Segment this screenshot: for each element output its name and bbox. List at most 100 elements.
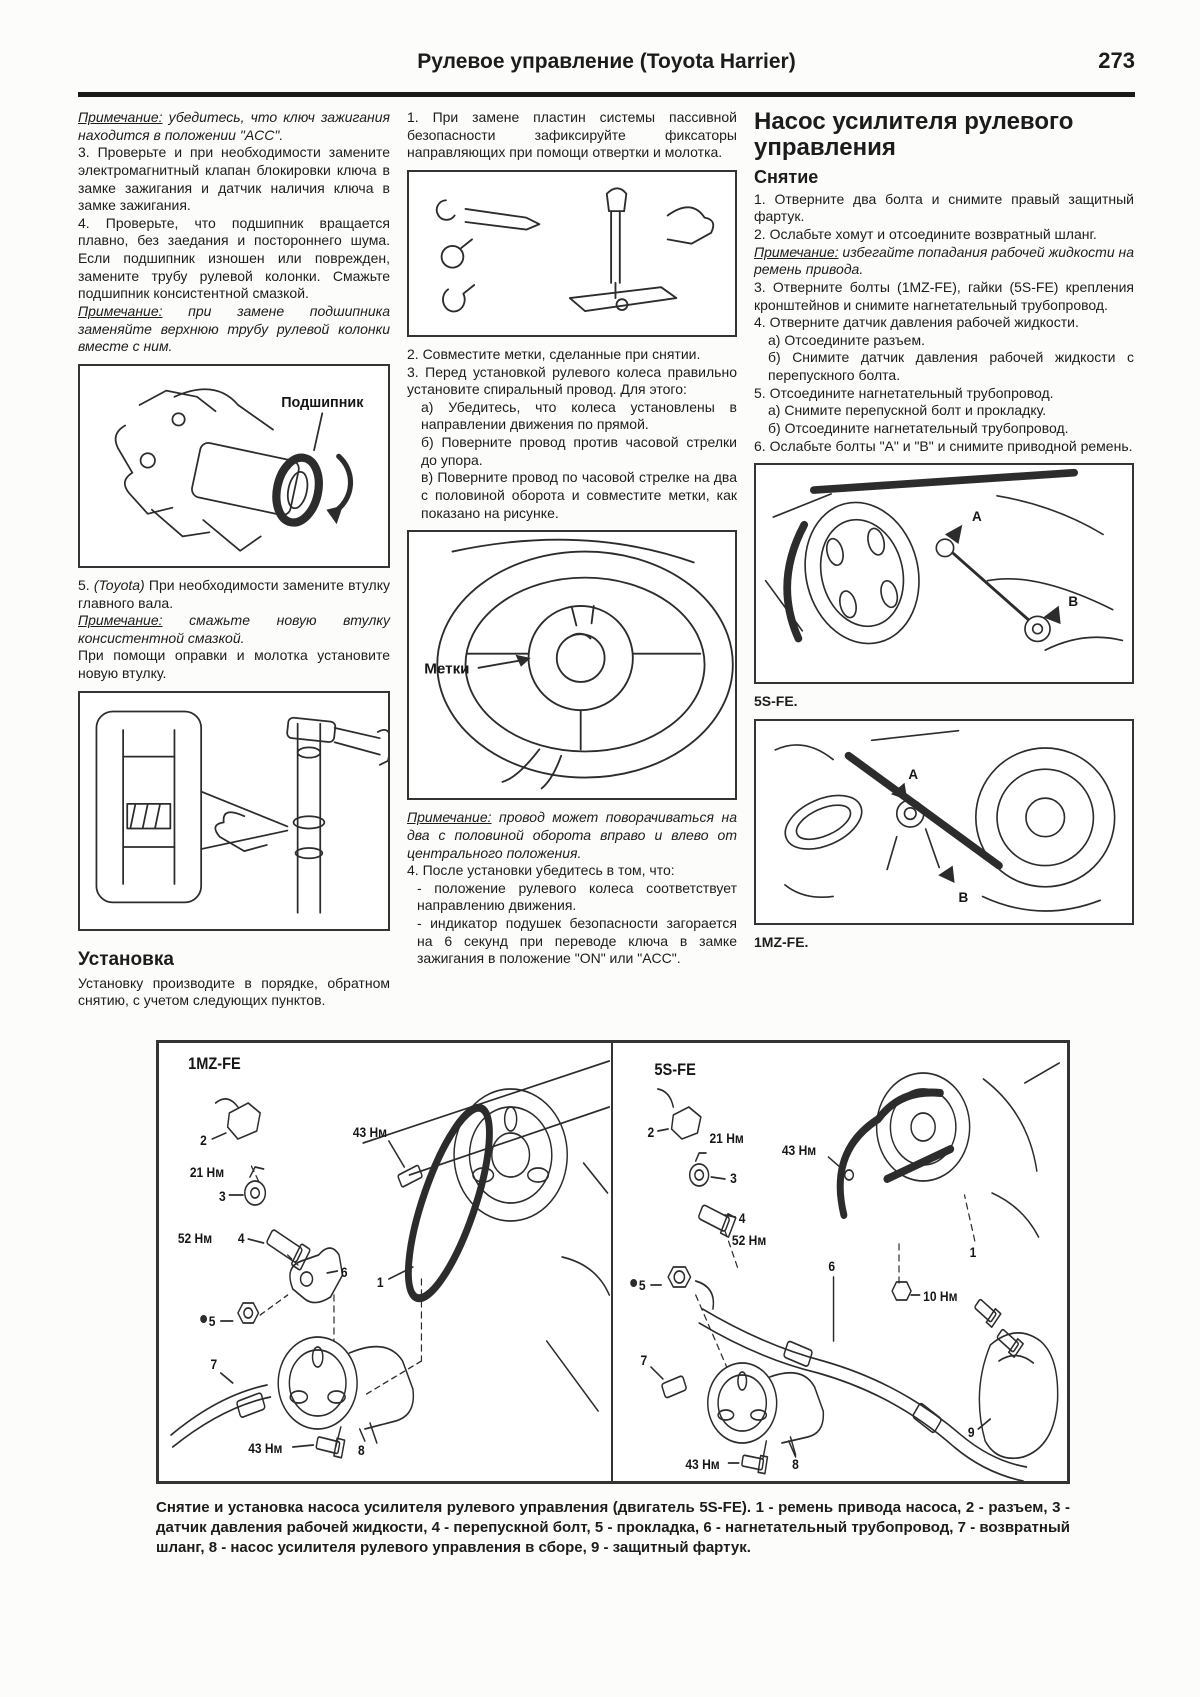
page-header: Рулевое управление (Toyota Harrier) 273 (78, 48, 1135, 84)
inset-detail (95, 710, 289, 903)
callout-8: 8 (358, 1442, 365, 1458)
torque-label: 43 Нм (248, 1440, 282, 1456)
column-3: Насос усилителя рулевого управления Снят… (754, 109, 1134, 1010)
install-intro: Установку производите в порядке, обратно… (78, 974, 390, 1009)
note-text: избегайте попадания рабочей жидкости на … (754, 243, 1134, 278)
drive-belt (783, 469, 1079, 643)
callout-4: 4 (739, 1210, 746, 1226)
hose-loop (774, 743, 863, 898)
note-text: смажьте новую втулку консистентной смазк… (78, 612, 390, 646)
return-hose-part (170, 1372, 272, 1448)
marks-label: Метки (424, 660, 469, 677)
step-5a: а) Снимите перепускной болт и прокладку. (768, 402, 1047, 419)
note-bearing: Примечание: при замене подшипника заменя… (78, 303, 390, 356)
apron-part (977, 1332, 1059, 1460)
pressure-sensor-part (688, 1152, 726, 1187)
exploded-5sfe: 5S-FE 2 21 Нм 3 (630, 1061, 1060, 1482)
panel-title: 1MZ-FE (188, 1055, 241, 1073)
assembly-dashed-lines (249, 1162, 423, 1396)
shaft-and-hammer (214, 716, 388, 914)
step-5b: При помощи оправки и молотка установите … (78, 647, 390, 682)
callout-3: 3 (730, 1170, 737, 1186)
note-grease: Примечание: смажьте новую втулку консист… (78, 612, 390, 647)
callout-1: 1 (377, 1274, 384, 1290)
marks-arrowhead (515, 654, 531, 667)
bearing-cylinder (191, 412, 354, 527)
note-label: Примечание: (78, 109, 163, 125)
steering-wheel (436, 538, 734, 790)
figure-caption: Снятие и установка насоса усилителя руле… (156, 1499, 1070, 1556)
step-1: 1. При замене пластин системы пассивной … (407, 109, 737, 161)
note-text: при замене подшипника заменяйте верхнюю … (78, 302, 390, 355)
arrow-a (890, 782, 908, 800)
step-4: 4. Проверьте, что подшипник вращается пл… (78, 214, 390, 302)
pump-assembly (277, 1336, 415, 1448)
note-label: Примечание: (78, 302, 163, 319)
step-3: 3. Перед установкой рулевого колеса прав… (407, 363, 737, 398)
arrow-b (938, 865, 955, 883)
torque-label: 43 Нм (353, 1124, 387, 1140)
callout-6: 6 (341, 1264, 348, 1280)
step-1: 1. Отверните два болта и снимите правый … (754, 190, 1134, 225)
step-2: 2. Ослабьте хомут и отсоедините возвратн… (754, 226, 1097, 243)
marks-leader-line (477, 659, 523, 669)
marker-b: B (1068, 594, 1078, 609)
toyota-note: (Toyota) (93, 576, 145, 593)
torque-label: 43 Нм (685, 1456, 719, 1472)
note-text: убедитесь, что ключ зажигания находится … (78, 109, 390, 143)
step-4: 4. Отверните датчик давления рабочей жид… (754, 314, 1079, 331)
crank-pulley (974, 746, 1116, 912)
step-3a: а) Убедитесь, что колеса установлены в н… (421, 398, 737, 433)
callout-8: 8 (792, 1456, 799, 1472)
step-3: 3. Отверните болты (1MZ-FE), гайки (5S-F… (754, 278, 1134, 313)
union-bolt-part (698, 1204, 737, 1238)
column-bracket-lines (114, 388, 274, 552)
step-4b: б) Снимите датчик давления рабочей жидко… (768, 349, 1134, 384)
check-item-2: - индикатор подушек безопасности загорае… (417, 915, 737, 967)
removal-subheading: Снятие (754, 166, 819, 187)
drive-belt (404, 1103, 493, 1303)
torque-label: 43 Нм (782, 1142, 816, 1158)
screwdriver-and-hammer (568, 187, 715, 312)
belt-callout (388, 1266, 414, 1280)
clip-parts (435, 199, 541, 313)
clips-figure (407, 169, 737, 337)
return-hose-part (650, 1366, 687, 1399)
check-item-1: - положение рулевого колеса соответствуе… (417, 879, 737, 914)
step-5: 5. (Toyota) При необходимости замените в… (78, 577, 390, 612)
gasket-nut-part (630, 1266, 692, 1288)
note-label: Примечание: (78, 612, 163, 629)
header-rule (78, 92, 1135, 97)
belt-clamp (827, 1156, 855, 1181)
step-4: 4. После установки убедитесь в том, что: (407, 862, 675, 879)
callout-9: 9 (968, 1424, 975, 1440)
bracket-part (289, 1247, 344, 1304)
steering-wheel-illustration: Метки (424, 538, 734, 790)
pump-assembly (707, 1362, 825, 1460)
union-bolt-part (247, 1229, 311, 1271)
figure-caption-5sfe: 5S-FE. (754, 693, 798, 710)
connector-part (211, 1098, 261, 1140)
step-3b: б) Поверните провод против часовой стрел… (421, 434, 737, 468)
note-label: Примечание: (407, 809, 492, 826)
note-text: провод может поворачиваться на два с пол… (407, 809, 737, 861)
figure-caption-1mzfe: 1MZ-FE. (754, 934, 809, 951)
belt-5sfe-illustration: A B (764, 469, 1124, 652)
step-4a: а) Отсоедините разъем. (768, 331, 925, 348)
belt-5sfe-figure: A B (754, 463, 1134, 685)
connector-part (657, 1088, 702, 1140)
pressure-hose-part (694, 1280, 1028, 1482)
pump-bolt (292, 1428, 366, 1459)
bushing-install-figure (78, 690, 390, 931)
note-acc: Примечание: убедитесь, что ключ зажигани… (78, 109, 390, 144)
panel-title: 5S-FE (654, 1061, 695, 1079)
callout-6: 6 (828, 1258, 835, 1274)
bearing-label: Подшипник (281, 395, 364, 411)
callout-7: 7 (641, 1352, 648, 1368)
apron-bolts (974, 1298, 1024, 1359)
step-3v: в) Поверните провод по часовой стрелке н… (421, 469, 737, 521)
pump-pulley (764, 493, 920, 645)
gasket-nut-part (200, 1302, 260, 1324)
marker-b: B (958, 890, 968, 905)
